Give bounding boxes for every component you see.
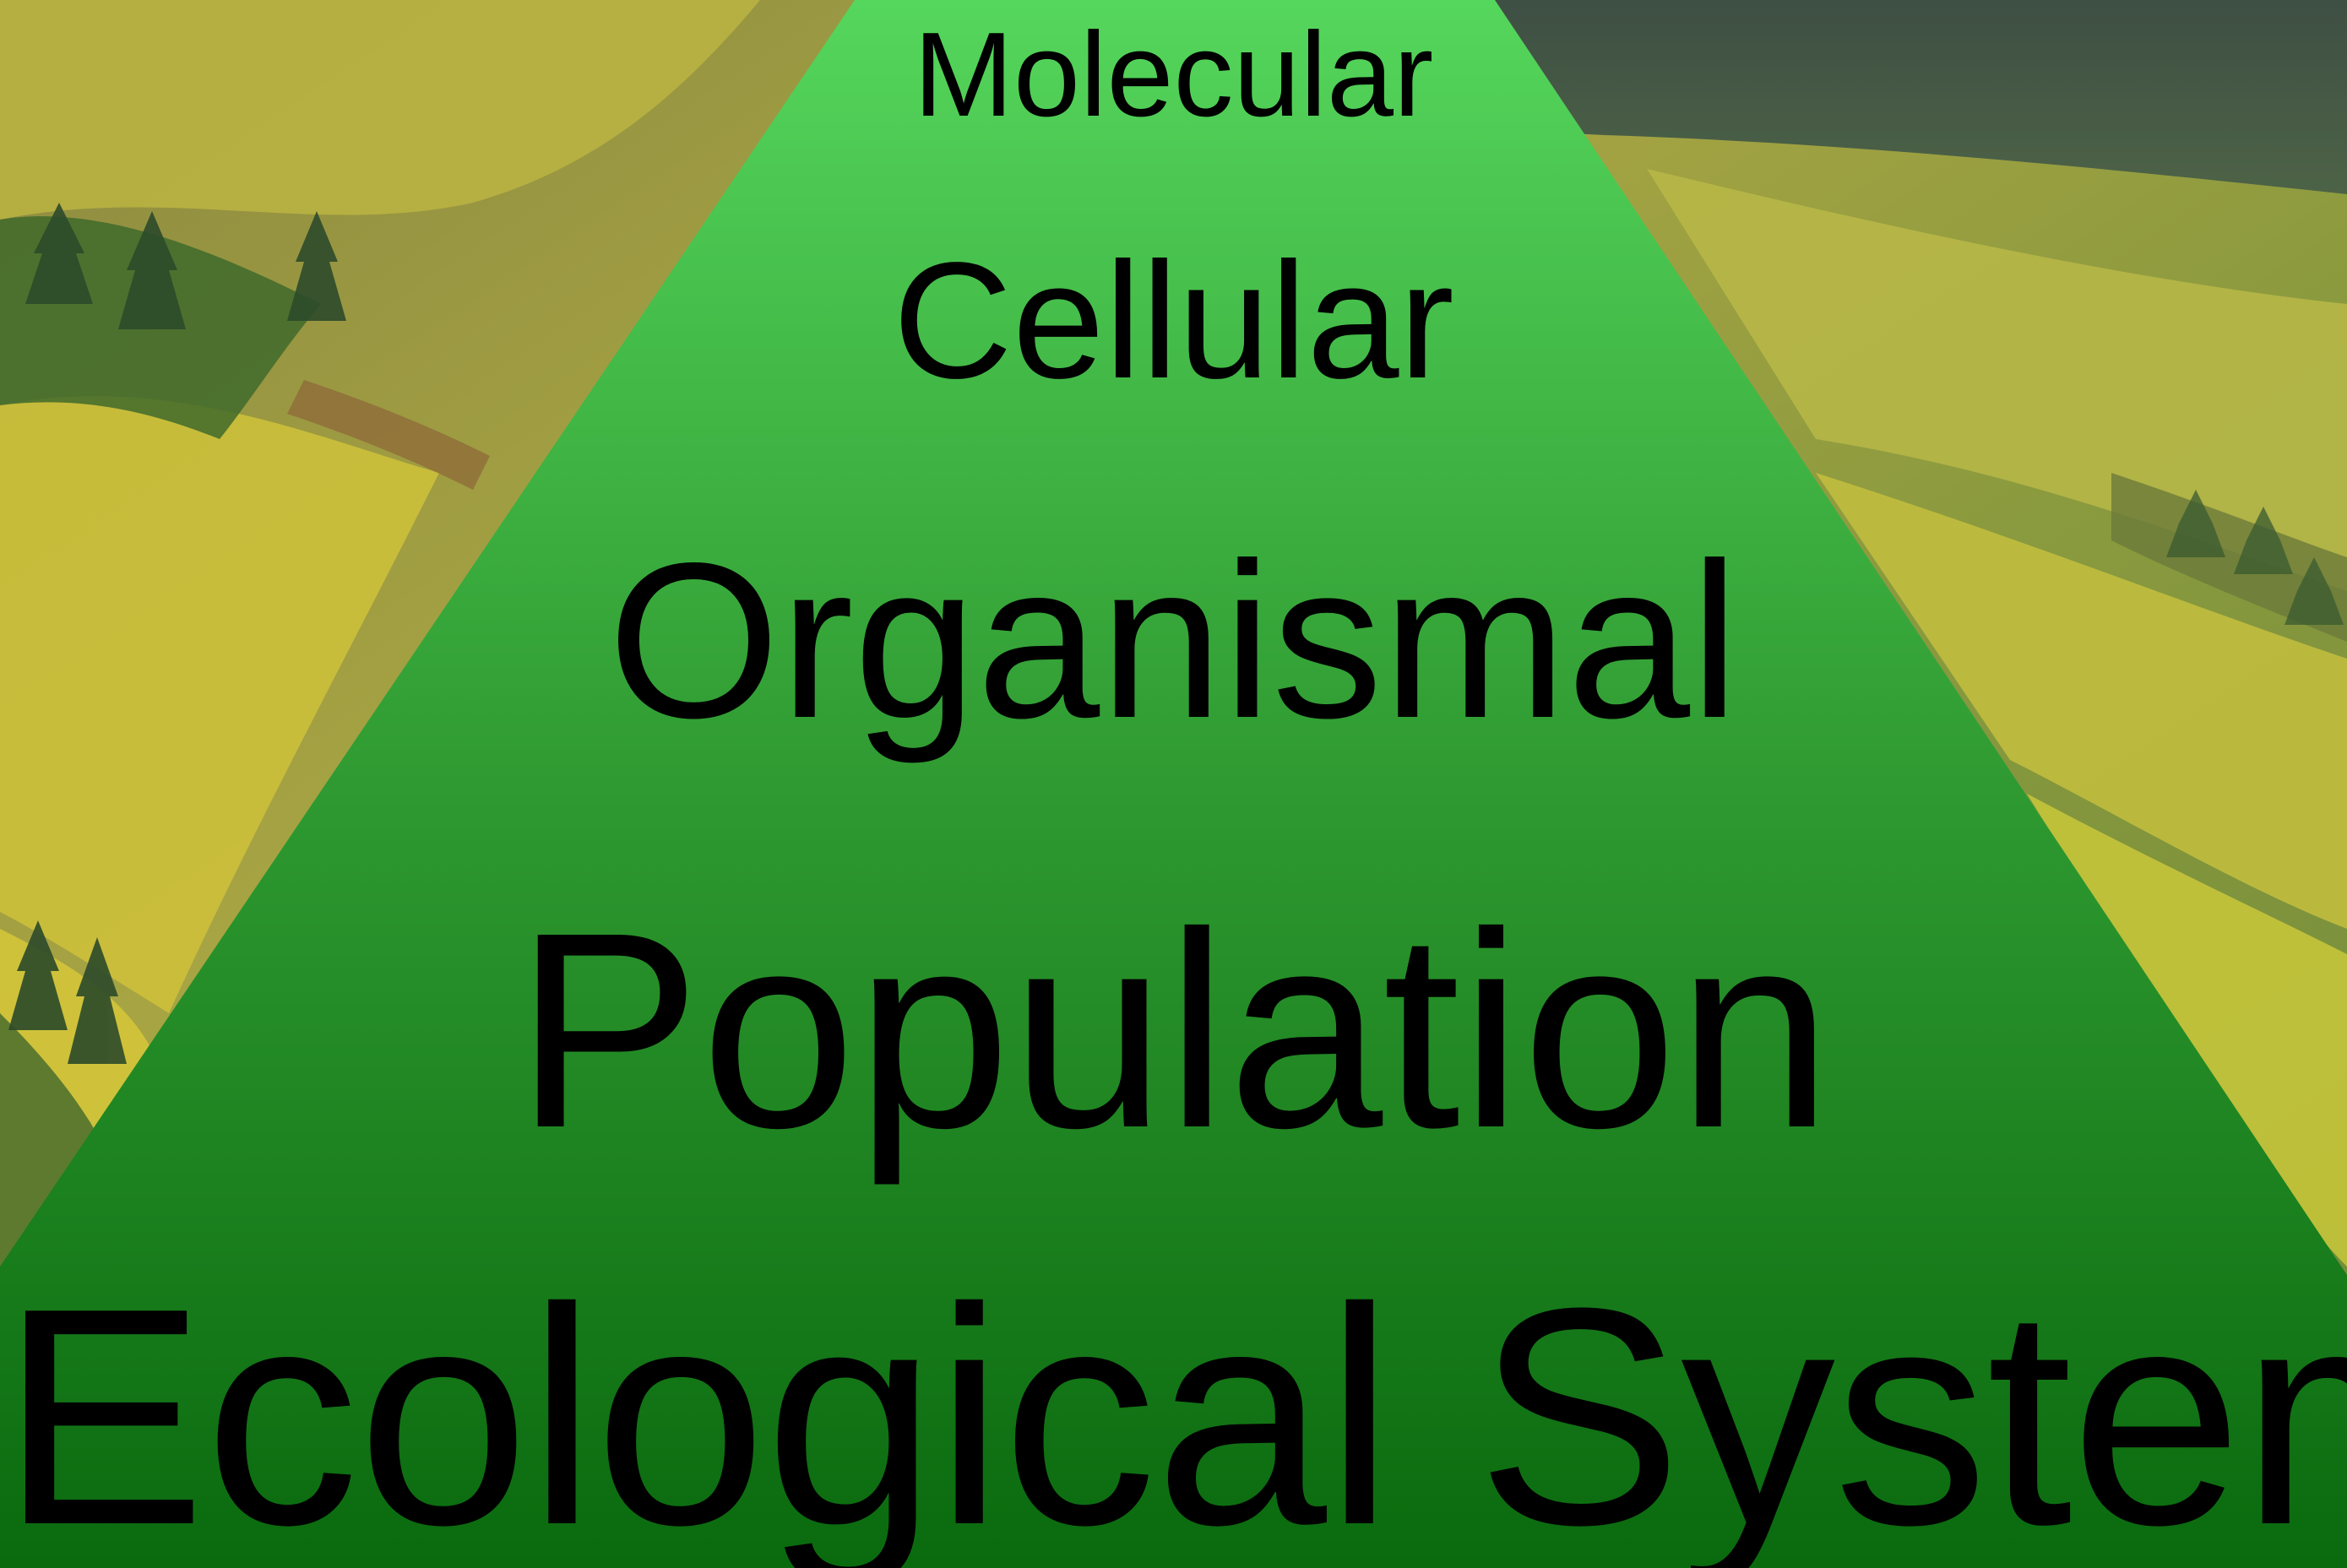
level-organismal-label: Organismal — [607, 517, 1740, 764]
level-ecological-system-label: Ecological System — [0, 1244, 2347, 1568]
level-population-label: Population — [514, 874, 1833, 1185]
level-molecular-label: Molecular — [913, 8, 1434, 142]
level-cellular-label: Cellular — [893, 228, 1454, 413]
